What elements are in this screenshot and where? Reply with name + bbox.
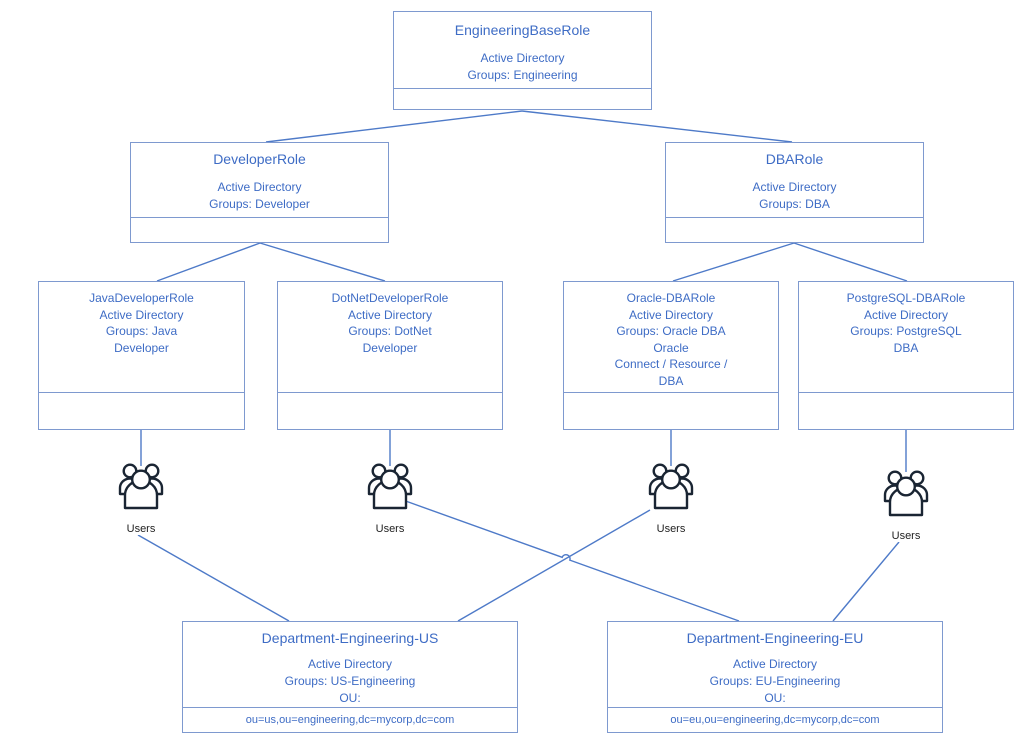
users-label: Users	[125, 523, 157, 535]
node-body: Department-Engineering-EU Active Directo…	[608, 622, 942, 707]
node-text-line: Developer	[362, 340, 418, 355]
node-title: DBARole	[765, 151, 824, 167]
node-text-line: Active Directory	[347, 307, 433, 322]
users-group-java[interactable]: Users	[111, 461, 171, 537]
node-footer-compartment	[799, 392, 1013, 429]
ou-dn-text: ou=eu,ou=engineering,dc=mycorp,dc=com	[670, 714, 880, 726]
connector-dba-oracle	[672, 242, 795, 282]
users-group-postgresql[interactable]: Users	[876, 468, 936, 544]
node-department-engineering-us[interactable]: Department-Engineering-US Active Directo…	[182, 621, 518, 733]
node-text-line: Active Directory	[752, 180, 837, 194]
users-label: Users	[655, 523, 687, 535]
node-text-line: Active Directory	[480, 51, 565, 65]
node-text-line: Active Directory	[307, 657, 393, 671]
connector-users4-dept-eu	[832, 541, 900, 622]
connector-dba-postgresql	[793, 242, 908, 282]
users-label: Users	[890, 530, 922, 542]
node-text-line: Groups: US-Engineering	[284, 674, 416, 688]
connector-root-dba	[521, 110, 793, 143]
ou-dn-text: ou=us,ou=engineering,dc=mycorp,dc=com	[245, 714, 455, 726]
node-footer-compartment	[278, 392, 502, 429]
node-text-line: PostgreSQL-DBARole	[846, 291, 966, 305]
node-footer-compartment: ou=us,ou=engineering,dc=mycorp,dc=com	[183, 707, 517, 732]
connector-users2-dept-eu	[399, 498, 740, 622]
node-footer-compartment	[131, 217, 388, 242]
node-text-line: Oracle-DBARole	[626, 291, 716, 305]
node-text-line: Connect / Resource /	[614, 357, 728, 372]
node-text-line: Developer	[114, 340, 169, 355]
node-text-line: Active Directory	[99, 307, 184, 322]
node-text-line: OU:	[339, 691, 361, 705]
node-text-line: Active Directory	[863, 307, 949, 322]
connector-users1-dept-us	[137, 534, 290, 622]
users-group-icon	[648, 463, 694, 510]
node-title: DeveloperRole	[213, 151, 306, 167]
node-title: EngineeringBaseRole	[454, 22, 591, 38]
node-text-line: Groups: Java	[105, 324, 178, 339]
node-footer-compartment	[564, 392, 778, 429]
users-group-icon	[118, 463, 164, 510]
node-text-line: Groups: EU-Engineering	[709, 674, 841, 688]
node-text-line: Active Directory	[732, 657, 818, 671]
node-text-line: Oracle	[653, 340, 689, 355]
node-text-line: DBA	[658, 373, 684, 388]
users-label: Users	[374, 523, 406, 535]
node-text-line: Groups: PostgreSQL	[850, 324, 962, 339]
connector-developer-java	[156, 242, 261, 282]
node-text-line: Groups: Engineering	[467, 68, 578, 82]
users-group-dotnet[interactable]: Users	[360, 461, 420, 537]
node-department-engineering-eu[interactable]: Department-Engineering-EU Active Directo…	[607, 621, 943, 733]
node-footer-compartment	[394, 88, 651, 109]
connector-developer-dotnet	[259, 242, 386, 282]
node-body: Department-Engineering-US Active Directo…	[183, 622, 517, 707]
node-title: Department-Engineering-US	[261, 630, 439, 646]
node-text-line: DotNetDeveloperRole	[331, 291, 449, 305]
node-footer-compartment: ou=eu,ou=engineering,dc=mycorp,dc=com	[608, 707, 942, 732]
users-group-oracle[interactable]: Users	[641, 461, 701, 537]
node-text-line: JavaDeveloperRole	[89, 291, 194, 305]
node-text-line: Groups: DotNet	[348, 324, 432, 339]
node-text-line: OU:	[764, 691, 786, 705]
node-footer-compartment	[39, 392, 244, 429]
users-group-icon	[883, 470, 929, 517]
node-title: Department-Engineering-EU	[686, 630, 864, 646]
node-text-line: DBA	[893, 340, 919, 355]
connector-users3-dept-us	[457, 509, 651, 622]
connector-root-developer	[265, 110, 523, 143]
node-text-line: Groups: Developer	[209, 197, 310, 211]
node-text-line: Groups: DBA	[759, 197, 830, 211]
node-text-line: Active Directory	[217, 180, 302, 194]
node-text-line: Active Directory	[628, 307, 714, 322]
users-group-icon	[367, 463, 413, 510]
node-footer-compartment	[666, 217, 923, 242]
node-text-line: Groups: Oracle DBA	[616, 324, 726, 339]
